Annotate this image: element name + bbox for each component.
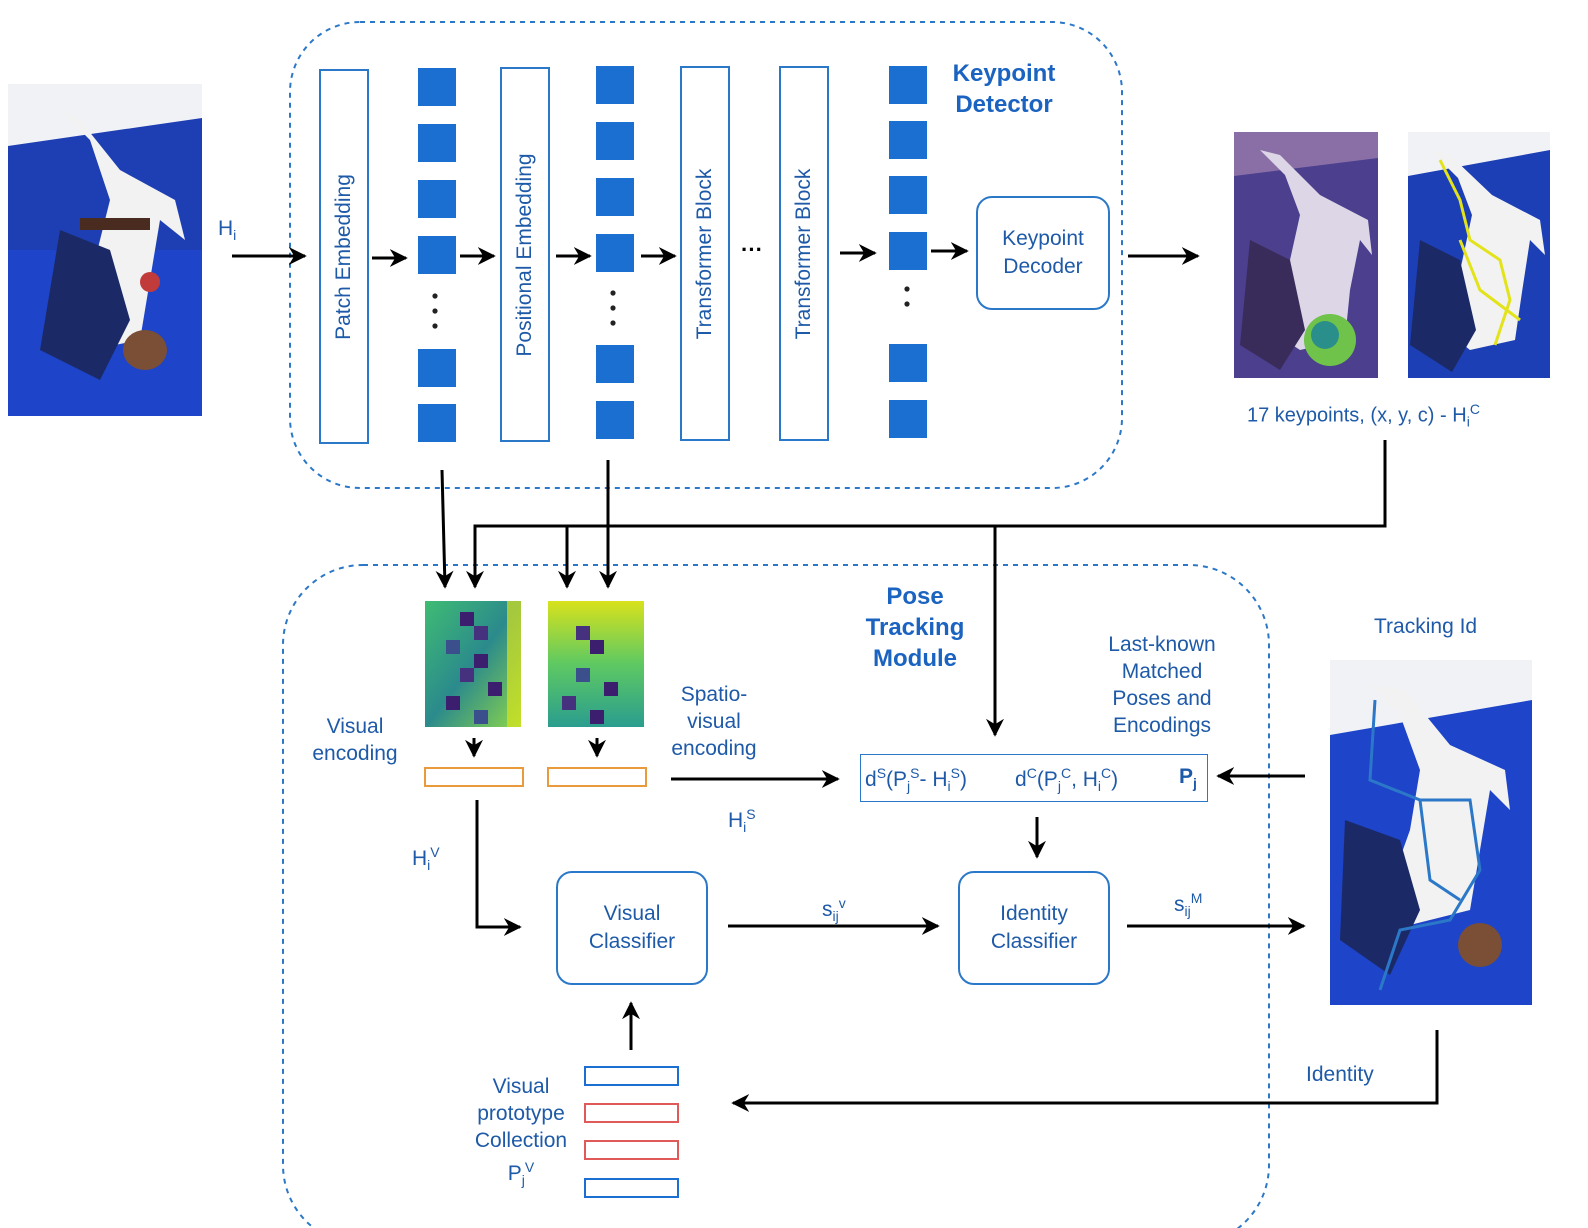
keypoint-detector-title-line1: Keypoint <box>952 60 1056 87</box>
last-known-label: Last-known Matched Poses and Encodings <box>1094 631 1230 739</box>
visual-classifier-line1: Visual <box>603 902 661 925</box>
token-column-3 <box>889 66 927 438</box>
arrows <box>232 242 1439 1112</box>
prototype-line3: Collection <box>474 1129 568 1152</box>
identity-label: Identity <box>1306 1063 1374 1086</box>
last-known-line3: Poses and <box>1112 687 1212 710</box>
patch-embedding-label: Patch Embedding <box>332 173 355 340</box>
spatio-visual-line1: Spatio- <box>680 683 748 706</box>
tracking-id-label: Tracking Id <box>1374 615 1478 638</box>
pose-tracking-region <box>282 564 1270 1228</box>
tracking-output-image <box>1330 660 1532 1005</box>
visual-encoding-heatmap-2 <box>548 601 644 727</box>
prototype-line2: prototype <box>477 1102 565 1125</box>
sm-label: sijM <box>1174 890 1203 920</box>
last-known-line4: Encodings <box>1112 714 1212 737</box>
positional-embedding-label: Positional Embedding <box>513 152 536 357</box>
visual-classifier-box: Visual Classifier <box>556 871 708 985</box>
prototype-vector-4 <box>584 1178 679 1198</box>
pose-tracking-title: Pose Tracking Module <box>842 581 988 674</box>
positional-embedding-block: Positional Embedding <box>500 67 550 442</box>
distance-keypoint: dC(PjC, HiC) <box>1015 765 1119 795</box>
hv-label: HiV <box>412 844 440 874</box>
visual-classifier-line2: Classifier <box>588 930 676 953</box>
token-column-2 <box>596 66 634 439</box>
transformer-ellipsis: ··· <box>741 237 763 262</box>
keypoint-detector-title: Keypoint Detector <box>934 58 1074 120</box>
transformer-block-1-label: Transformer Block <box>693 168 716 339</box>
spatio-visual-line3: encoding <box>671 737 757 760</box>
distance-spatial: dS(PjS- HiS) <box>865 765 967 795</box>
prototype-line4: PjV <box>507 1159 535 1189</box>
spatio-visual-vector <box>547 767 647 787</box>
identity-classifier-line2: Classifier <box>990 930 1078 953</box>
pj-label: Pj <box>1179 765 1197 792</box>
keypoint-decoder-box: Keypoint Decoder <box>976 196 1110 310</box>
visual-vector <box>424 767 524 787</box>
heatmap-output-image <box>1234 132 1378 378</box>
keypoint-decoder-line2: Decoder <box>1003 255 1083 278</box>
visual-encoding-heatmap-1 <box>425 601 521 727</box>
prototype-vector-2 <box>584 1103 679 1123</box>
identity-classifier-line1: Identity <box>1000 902 1068 925</box>
transformer-block-1: Transformer Block <box>680 66 730 441</box>
keypoint-decoder-line1: Keypoint <box>1002 227 1084 250</box>
spatio-visual-line2: visual <box>687 710 741 733</box>
pose-tracking-title-line1: Pose <box>886 583 944 610</box>
spatio-visual-label: Spatio- visual encoding <box>664 681 764 762</box>
transformer-block-2-label: Transformer Block <box>792 168 815 339</box>
keypoint-detector-title-line2: Detector <box>955 91 1053 118</box>
input-image <box>8 84 202 416</box>
last-known-line1: Last-known <box>1108 633 1216 656</box>
identity-classifier-box: Identity Classifier <box>958 871 1110 985</box>
hs-label: HiS <box>728 806 756 836</box>
pose-tracking-title-line2: Tracking <box>865 614 965 641</box>
visual-encoding-label: Visual encoding <box>300 713 410 767</box>
sv-label: sijv <box>822 895 846 925</box>
visual-encoding-line2: encoding <box>312 742 398 765</box>
patch-embedding-block: Patch Embedding <box>319 69 369 444</box>
token-column-1 <box>418 68 456 442</box>
visual-encoding-line1: Visual <box>326 715 384 738</box>
prototype-vector-1 <box>584 1066 679 1086</box>
keypoints-caption: 17 keypoints, (x, y, c) - HiC <box>1247 401 1480 430</box>
input-label: Hi <box>218 217 237 244</box>
prototype-vector-3 <box>584 1140 679 1160</box>
prototype-label: Visual prototype Collection PjV <box>466 1073 576 1194</box>
pose-tracking-title-line3: Module <box>873 645 957 672</box>
keypoint-output-image <box>1408 132 1550 378</box>
transformer-block-2: Transformer Block <box>779 66 829 441</box>
last-known-line2: Matched <box>1121 660 1203 683</box>
prototype-line1: Visual <box>492 1075 550 1098</box>
distance-box: dS(PjS- HiS) dC(PjC, HiC) Pj <box>860 754 1208 802</box>
